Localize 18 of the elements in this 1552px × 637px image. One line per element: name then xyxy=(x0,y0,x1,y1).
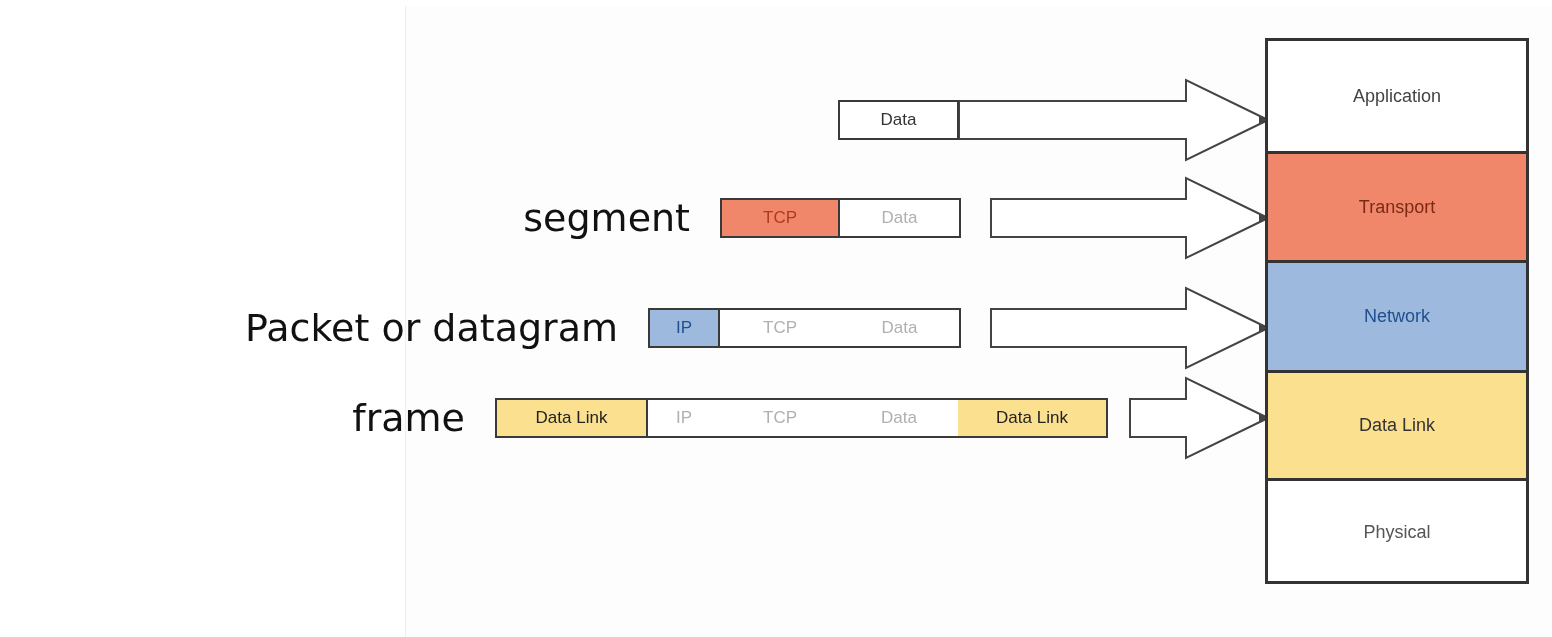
header-field: Data xyxy=(840,198,961,238)
header-field: Data xyxy=(840,308,961,348)
header-field: IP xyxy=(648,398,722,438)
layer-band: Network xyxy=(1268,260,1526,370)
header-field: IP xyxy=(648,308,720,348)
row-label: frame xyxy=(352,396,465,440)
header-field: TCP xyxy=(720,308,842,348)
header-field: Data Link xyxy=(495,398,648,438)
header-field: TCP xyxy=(720,398,842,438)
header-field: Data xyxy=(840,398,960,438)
header-field: Data Link xyxy=(958,398,1108,438)
layer-band: Data Link xyxy=(1268,370,1526,478)
row-label: Packet or datagram xyxy=(245,306,618,350)
row-label: segment xyxy=(523,196,690,240)
header-field: TCP xyxy=(720,198,840,238)
data-field: Data xyxy=(838,100,959,140)
layer-stack xyxy=(1265,38,1529,584)
layer-band: Transport xyxy=(1268,151,1526,260)
